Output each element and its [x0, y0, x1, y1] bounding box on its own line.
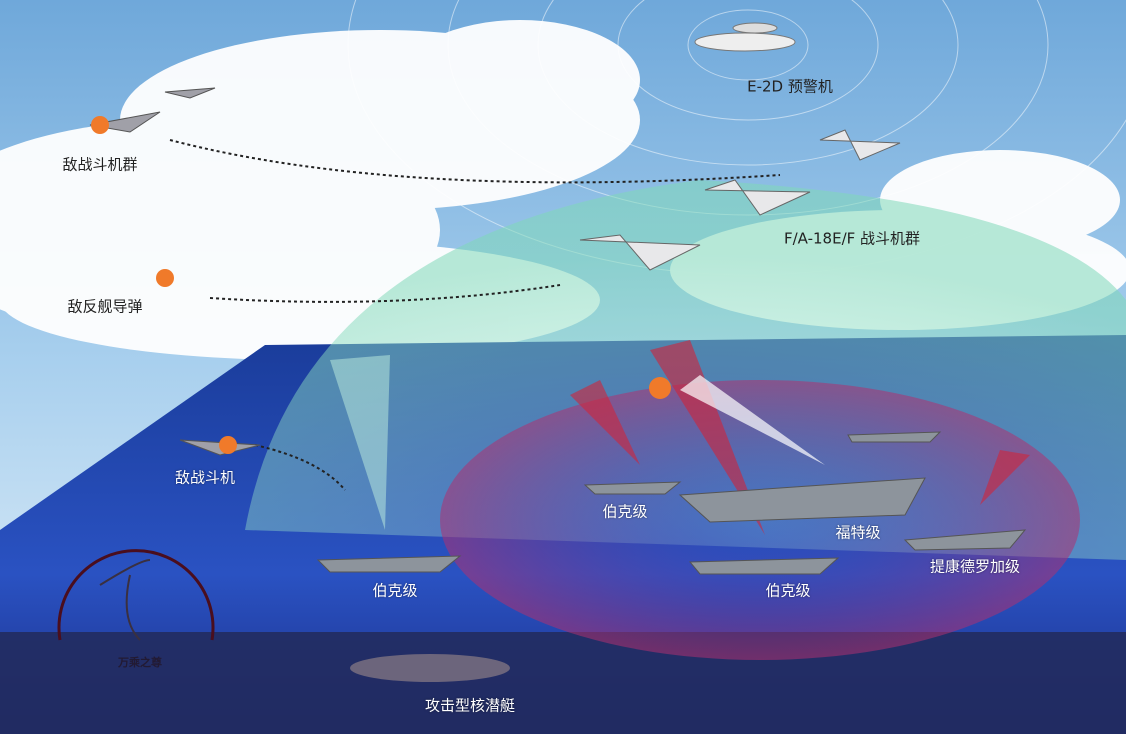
label-ticonderoga: 提康德罗加级 — [929, 557, 1021, 576]
fa18-aircraft — [579, 129, 901, 271]
burke-beam — [330, 355, 390, 530]
radar-beams — [570, 340, 1030, 535]
label-fa18: F/A-18E/F 战斗机群 — [783, 229, 921, 248]
carrier-beam — [680, 375, 825, 465]
label-burke-center: 伯克级 — [602, 502, 648, 521]
e2d-aircraft — [694, 22, 796, 52]
ships — [316, 431, 1027, 575]
label-enemy-fighters: 敌战斗机群 — [62, 155, 138, 174]
label-burke-left: 伯克级 — [372, 581, 418, 600]
explosions — [91, 116, 671, 454]
trajectories — [169, 139, 781, 491]
logo-text: 万乘之尊 — [118, 656, 162, 669]
logo — [57, 549, 215, 641]
deep-sea — [0, 632, 1126, 734]
label-ford: 福特级 — [835, 523, 881, 542]
label-enemy-fighter: 敌战斗机 — [174, 468, 236, 487]
label-burke-right: 伯克级 — [765, 581, 811, 600]
label-e2d: E-2D 预警机 — [747, 77, 833, 96]
submarine — [350, 654, 510, 682]
label-enemy-missile: 敌反舰导弹 — [67, 297, 143, 316]
label-submarine: 攻击型核潜艇 — [424, 696, 516, 715]
